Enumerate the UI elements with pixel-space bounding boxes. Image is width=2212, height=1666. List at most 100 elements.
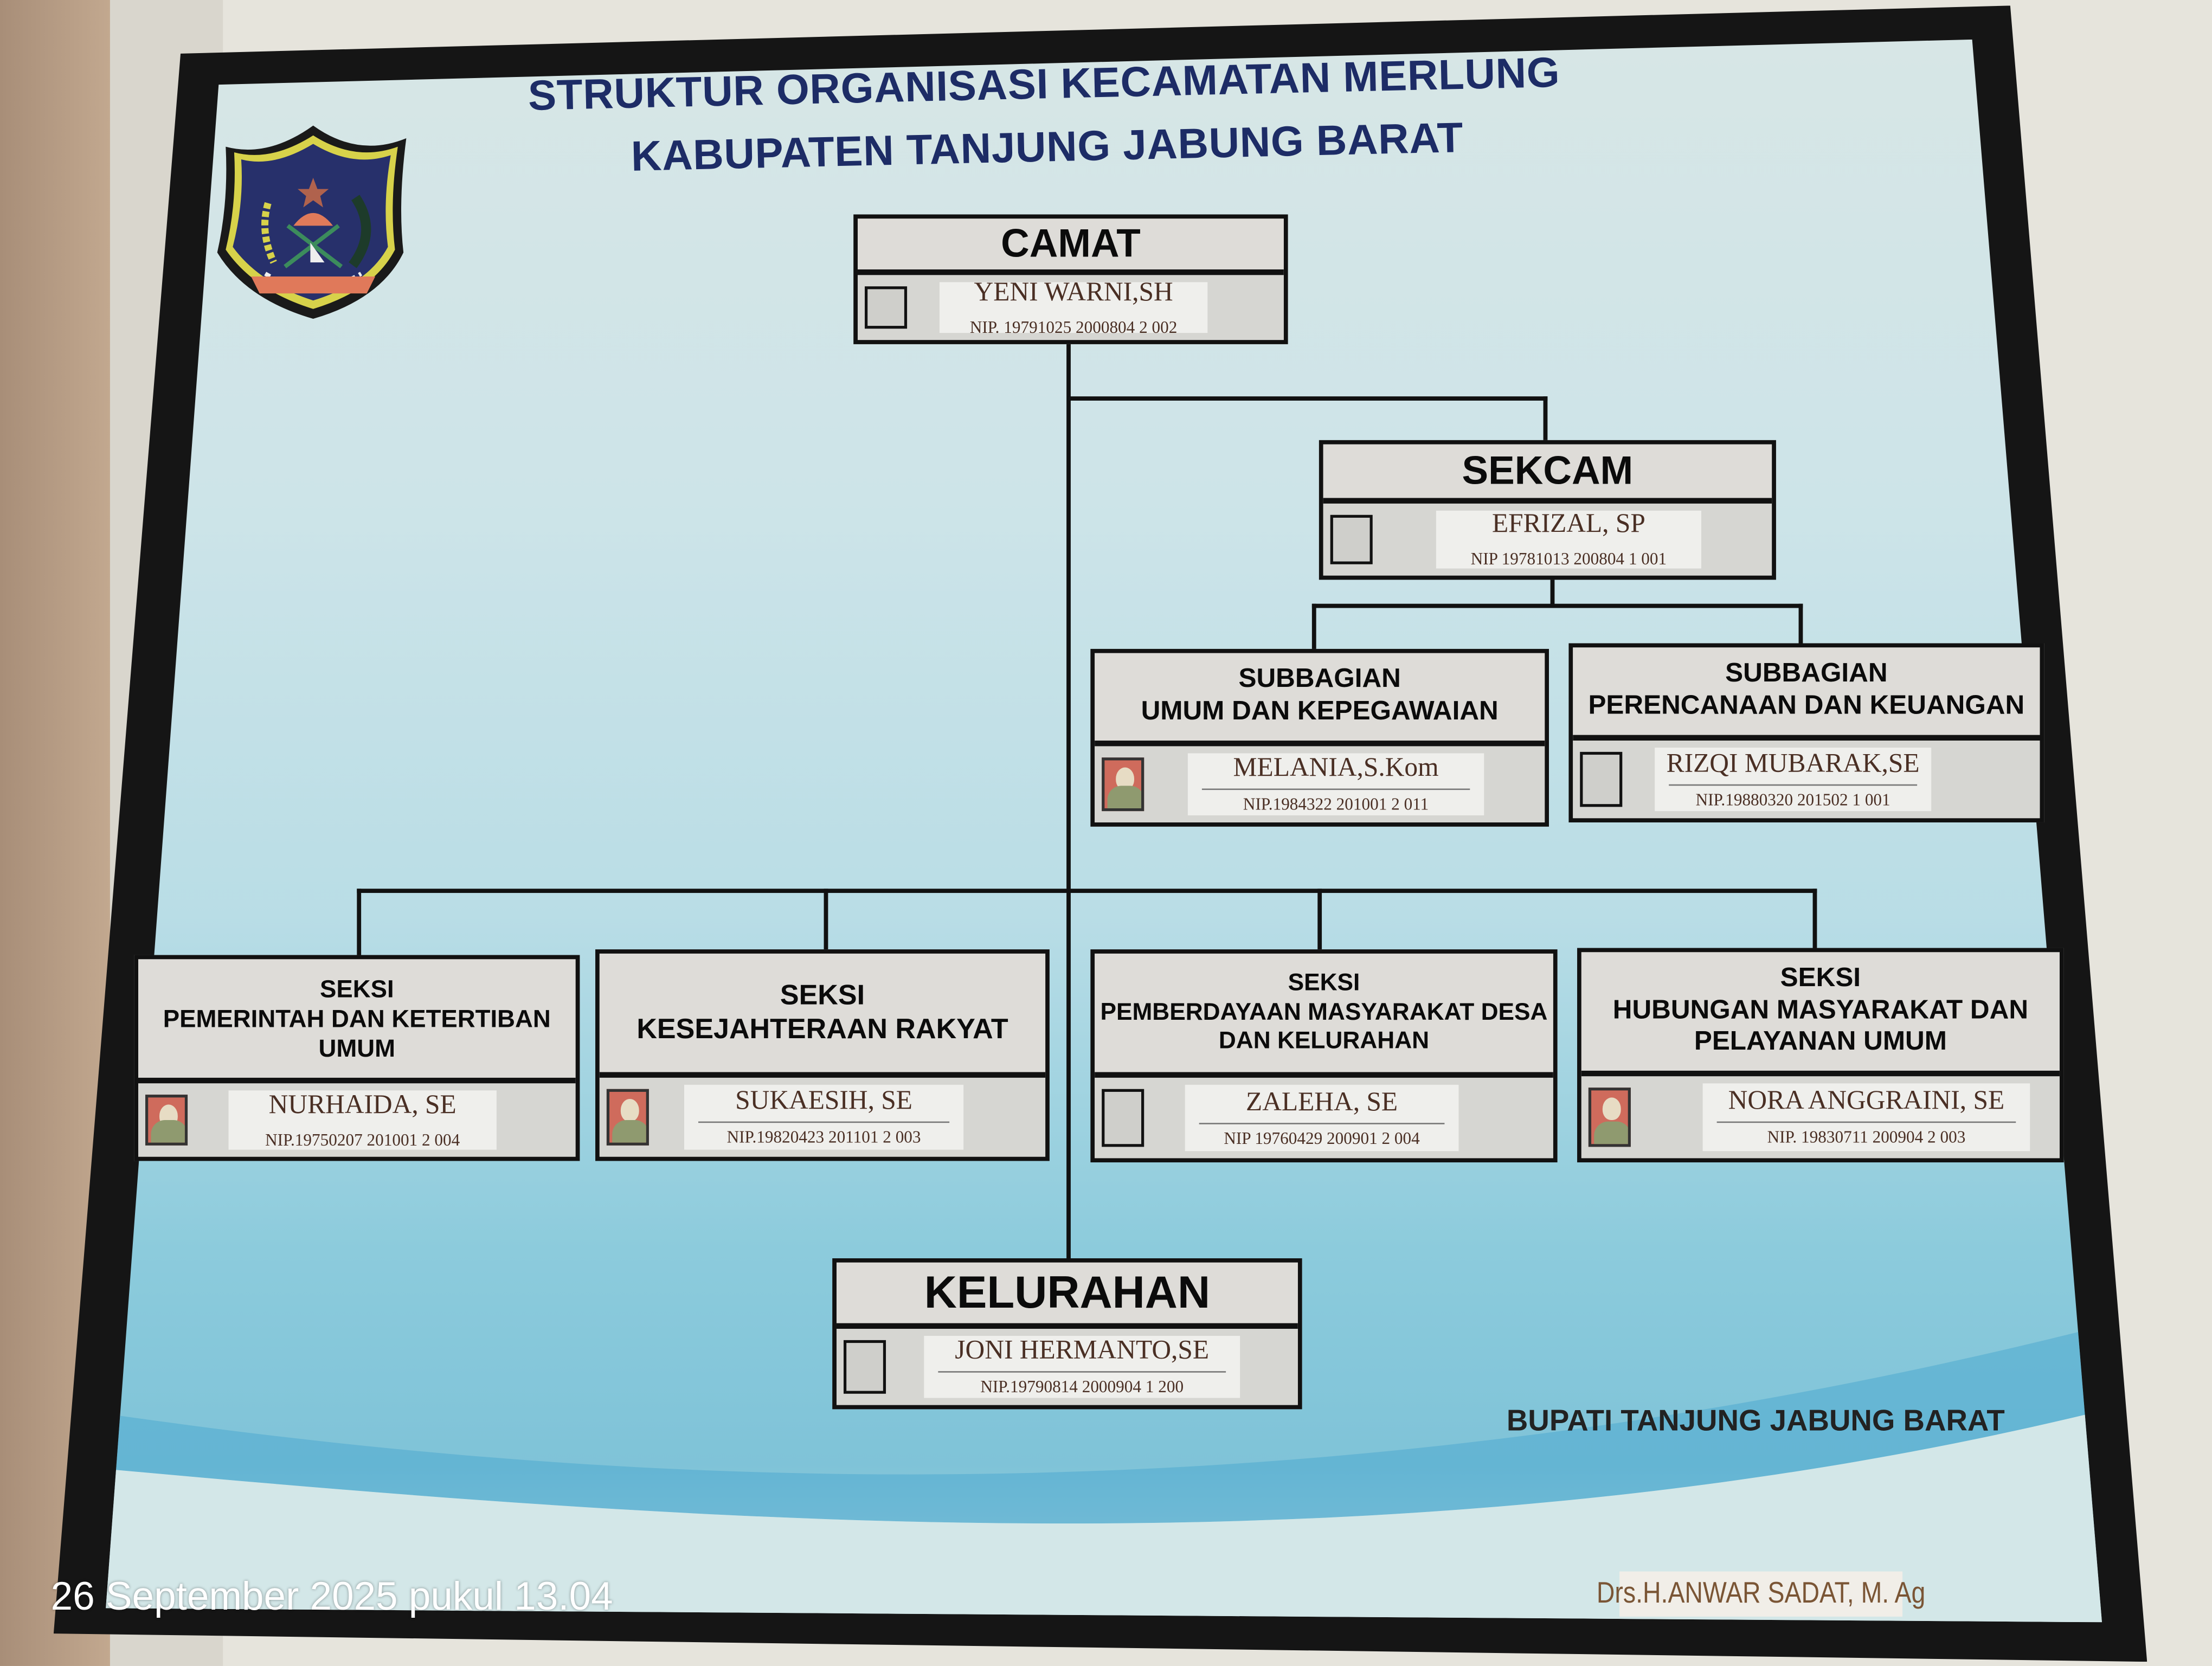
connector-line bbox=[1311, 603, 1803, 608]
connector-line bbox=[1812, 889, 1817, 950]
connector-line bbox=[1798, 603, 1803, 645]
official-nip: NIP. 19791025 2000804 2 002 bbox=[969, 317, 1178, 337]
footer-title: BUPATI TANJUNG JABUNG BARAT bbox=[1506, 1405, 2005, 1438]
connector-line bbox=[1543, 396, 1548, 442]
name-label: RIZQI MUBARAK,SE NIP.19880320 201502 1 0… bbox=[1655, 748, 1932, 812]
portrait-photo bbox=[1102, 757, 1144, 812]
empty-photo-frame bbox=[1102, 1089, 1144, 1147]
unit-title-line: PELAYANAN UMUM bbox=[1694, 1027, 1947, 1057]
unit-title-line: SEKCAM bbox=[1462, 448, 1634, 493]
official-name: NORA ANGGRAINI, SE bbox=[1728, 1086, 2005, 1116]
unit-title-line: PERENCANAAN DAN KEUANGAN bbox=[1588, 691, 2025, 721]
divider bbox=[1199, 1122, 1445, 1124]
org-unit-kelurahan: KELURAHAN JONI HERMANTO,SE NIP.19790814 2… bbox=[832, 1258, 1302, 1410]
empty-photo-frame bbox=[1330, 514, 1373, 564]
unit-body: ZALEHA, SE NIP 19760429 200901 2 004 bbox=[1095, 1077, 1553, 1159]
name-label: ZALEHA, SE NIP 19760429 200901 2 004 bbox=[1185, 1084, 1459, 1152]
official-name: YENI WARNI,SH bbox=[974, 277, 1173, 307]
unit-title-line: UMUM DAN KEPEGAWAIAN bbox=[1141, 697, 1499, 727]
regency-emblem-logo bbox=[217, 125, 407, 319]
photo-timestamp: 26 September 2025 pukul 13.04 bbox=[50, 1574, 613, 1618]
unit-body: JONI HERMANTO,SE NIP.19790814 2000904 1 … bbox=[836, 1329, 1298, 1405]
org-unit-sekcam: SEKCAM EFRIZAL, SP NIP 19781013 200804 1 … bbox=[1319, 440, 1776, 580]
name-label: SUKAESIH, SE NIP.19820423 201101 2 003 bbox=[684, 1084, 964, 1150]
name-label: JONI HERMANTO,SE NIP.19790814 2000904 1 … bbox=[924, 1336, 1240, 1398]
org-unit-camat: CAMAT YENI WARNI,SH NIP. 19791025 2000804… bbox=[853, 214, 1288, 344]
unit-title: CAMAT bbox=[858, 218, 1284, 275]
connector-line bbox=[1550, 575, 1555, 607]
portrait-photo bbox=[145, 1095, 188, 1146]
empty-photo-frame bbox=[1580, 751, 1623, 807]
official-nip: NIP.19790814 2000904 1 200 bbox=[980, 1376, 1184, 1397]
divider bbox=[938, 1371, 1226, 1373]
unit-body: NURHAIDA, SE NIP.19750207 201001 2 004 bbox=[138, 1083, 576, 1157]
divider bbox=[1716, 1121, 2016, 1123]
unit-title-line: CAMAT bbox=[1001, 222, 1141, 266]
unit-title: KELURAHAN bbox=[836, 1262, 1298, 1329]
unit-body: NORA ANGGRAINI, SE NIP. 19830711 200904 … bbox=[1581, 1076, 2060, 1159]
name-label: NURHAIDA, SE NIP.19750207 201001 2 004 bbox=[228, 1090, 497, 1150]
portrait-body bbox=[1594, 1121, 1628, 1144]
connector-line bbox=[824, 889, 828, 951]
connector-line bbox=[357, 889, 362, 957]
official-nip: NIP 19781013 200804 1 001 bbox=[1470, 549, 1667, 569]
portrait-head bbox=[620, 1098, 639, 1122]
official-nip: NIP. 19830711 200904 2 003 bbox=[1767, 1127, 1966, 1147]
official-name: RIZQI MUBARAK,SE bbox=[1666, 748, 1920, 779]
unit-title-line: SEKSI bbox=[319, 974, 394, 1002]
name-label: YENI WARNI,SH NIP. 19791025 2000804 2 00… bbox=[939, 277, 1208, 337]
unit-title-line: UMUM bbox=[318, 1033, 396, 1062]
portrait-photo bbox=[606, 1089, 649, 1146]
unit-title-line: PEMERINTAH DAN KETERTIBAN bbox=[163, 1004, 551, 1032]
divider bbox=[1201, 788, 1470, 790]
unit-body: RIZQI MUBARAK,SE NIP.19880320 201502 1 0… bbox=[1573, 741, 2040, 819]
unit-title-line: KELURAHAN bbox=[924, 1267, 1211, 1318]
official-nip: NIP.19820423 201101 2 003 bbox=[726, 1127, 921, 1147]
unit-title-line: SUBBAGIAN bbox=[1238, 665, 1401, 694]
unit-title-line: PEMBERDAYAAN MASYARAKAT DESA bbox=[1100, 998, 1548, 1026]
connector-line bbox=[1066, 343, 1071, 1260]
empty-photo-frame bbox=[843, 1340, 886, 1394]
org-unit-subbagian-umum: SUBBAGIAN UMUM DAN KEPEGAWAIAN MELANIA,S.K… bbox=[1090, 648, 1549, 827]
unit-title: SUBBAGIAN UMUM DAN KEPEGAWAIAN bbox=[1095, 653, 1545, 747]
unit-title-line: SEKSI bbox=[1288, 969, 1360, 997]
name-label: NORA ANGGRAINI, SE NIP. 19830711 200904 … bbox=[1702, 1083, 2030, 1152]
connector-line bbox=[1311, 603, 1316, 651]
portrait-body bbox=[612, 1120, 646, 1143]
empty-photo-frame bbox=[865, 286, 908, 329]
unit-title-line: DAN KELURAHAN bbox=[1218, 1027, 1430, 1054]
official-nip: NIP 19760429 200901 2 004 bbox=[1224, 1128, 1420, 1148]
unit-body: SUKAESIH, SE NIP.19820423 201101 2 003 bbox=[599, 1077, 1046, 1157]
portrait-head bbox=[1602, 1097, 1621, 1120]
portrait-body bbox=[1107, 786, 1142, 808]
connector-line bbox=[1068, 396, 1548, 401]
official-nip: NIP.19750207 201001 2 004 bbox=[265, 1129, 460, 1149]
official-name: SUKAESIH, SE bbox=[735, 1086, 913, 1116]
unit-body: MELANIA,S.Kom NIP.1984322 201001 2 011 bbox=[1095, 746, 1545, 822]
portrait-photo bbox=[1588, 1088, 1631, 1147]
official-name: NURHAIDA, SE bbox=[268, 1090, 456, 1120]
unit-body: EFRIZAL, SP NIP 19781013 200804 1 001 bbox=[1323, 503, 1772, 576]
official-nip: NIP.1984322 201001 2 011 bbox=[1243, 794, 1429, 814]
official-name: EFRIZAL, SP bbox=[1491, 509, 1645, 539]
unit-title-line: SEKSI bbox=[780, 980, 865, 1012]
portrait-body bbox=[151, 1120, 185, 1143]
unit-title-line: SUBBAGIAN bbox=[1725, 659, 1888, 689]
divider bbox=[698, 1121, 950, 1123]
unit-title-line: HUBUNGAN MASYARAKAT DAN bbox=[1612, 995, 2029, 1025]
name-label: MELANIA,S.Kom NIP.1984322 201001 2 011 bbox=[1187, 753, 1484, 815]
name-label: EFRIZAL, SP NIP 19781013 200804 1 001 bbox=[1436, 509, 1702, 569]
divider bbox=[1669, 783, 1918, 786]
official-nip: NIP.19880320 201502 1 001 bbox=[1695, 789, 1891, 809]
unit-title-line: SEKSI bbox=[1780, 963, 1861, 993]
unit-title-line: KESEJAHTERAAN RAKYAT bbox=[636, 1014, 1008, 1046]
